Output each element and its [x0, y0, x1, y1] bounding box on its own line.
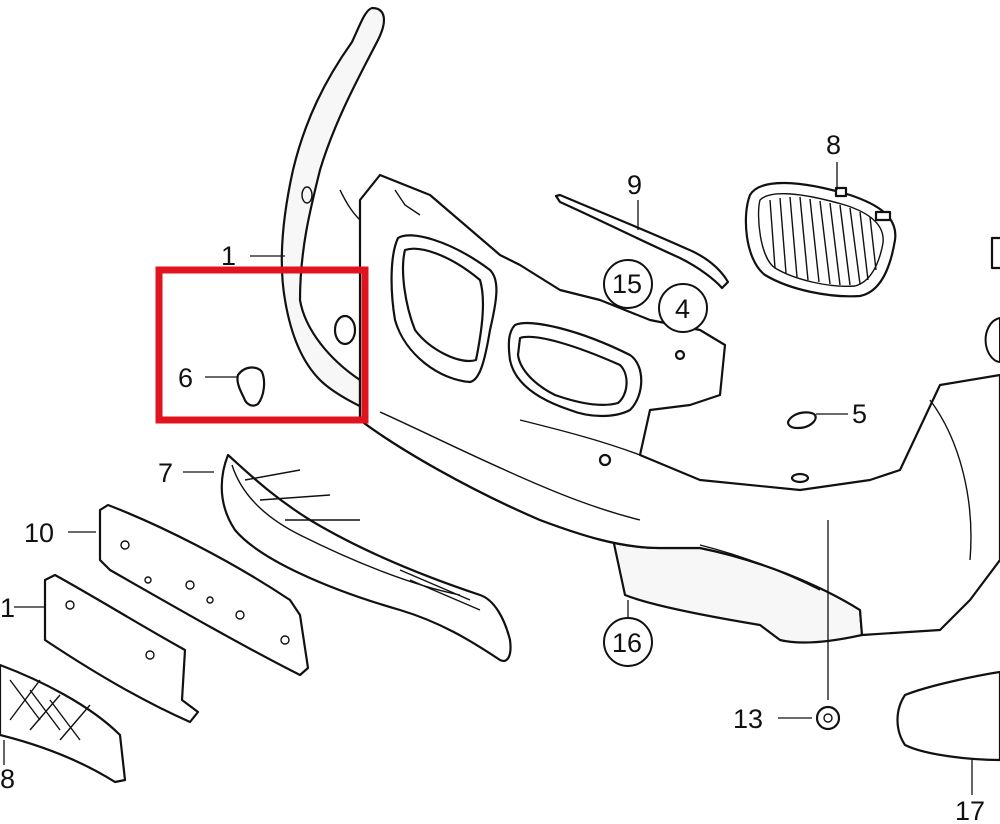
callout-1: 1 [221, 241, 236, 271]
expanding-nut [815, 520, 841, 731]
callout-7: 7 [158, 458, 173, 488]
callout-5: 5 [852, 399, 867, 429]
bumper-cover [280, 6, 1000, 644]
leader-lines [3, 162, 973, 795]
cover-cap-5 [786, 411, 817, 430]
callout-8: 8 [826, 130, 841, 160]
air-duct [896, 670, 1000, 762]
callout-11: 1 [0, 593, 15, 623]
callout-16: 16 [612, 628, 642, 658]
callout-18: 8 [0, 764, 15, 794]
highlight-rectangle [155, 266, 369, 424]
license-plate-holder [43, 573, 200, 724]
honeycomb-grille [0, 663, 127, 784]
callout-4: 4 [675, 294, 690, 324]
towing-eye-cover [236, 366, 266, 407]
callout-6: 6 [178, 363, 193, 393]
reinforcement-strip [554, 193, 730, 290]
callout-13: 13 [733, 704, 763, 734]
callout-15: 15 [612, 269, 642, 299]
kidney-grille [744, 181, 897, 298]
license-plate-base [98, 503, 310, 677]
callout-17: 17 [955, 796, 985, 824]
callout-9: 9 [627, 170, 642, 200]
callout-10: 10 [24, 518, 54, 548]
lower-grille [220, 453, 512, 662]
